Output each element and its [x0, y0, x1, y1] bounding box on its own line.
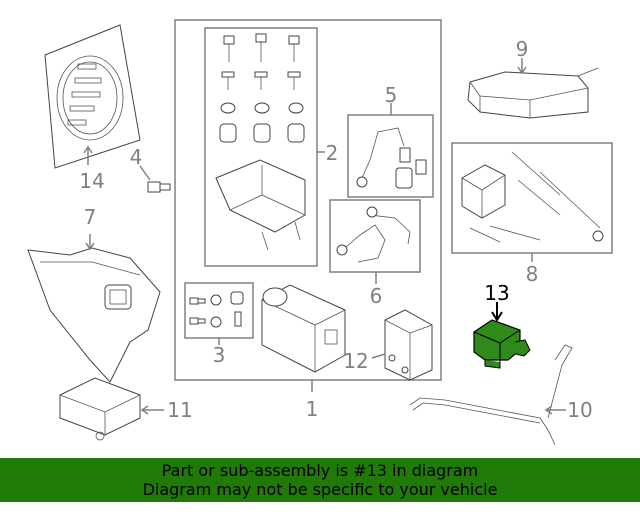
callout-6: 6 — [370, 284, 383, 308]
callout-10: 10 — [567, 398, 592, 422]
part-9-reservoir — [467, 67, 599, 119]
part-5-hose-valve — [356, 127, 427, 189]
subassembly-box-3 — [184, 282, 254, 339]
part-1-compressor — [261, 284, 346, 373]
callout-9: 9 — [516, 37, 529, 61]
part-6-hose — [336, 206, 411, 263]
part-14-label-sheet — [44, 24, 141, 169]
callout-12: 12 — [343, 349, 368, 373]
subassembly-box-6 — [329, 199, 421, 273]
part-2-hardware — [215, 33, 306, 251]
callout-13: 13 — [484, 281, 509, 305]
part-8-valve-block-set — [461, 151, 604, 243]
callout-7: 7 — [84, 205, 97, 229]
callout-3: 3 — [213, 343, 226, 367]
callout-5: 5 — [385, 83, 398, 107]
banner-line-1: Part or sub-assembly is #13 in diagram — [161, 461, 479, 480]
notice-banner: Part or sub-assembly is #13 in diagram D… — [0, 458, 640, 502]
part-11-module — [59, 377, 141, 441]
part-7-shield — [27, 247, 161, 383]
part-3-fasteners — [189, 291, 244, 328]
part-12-sensor-bracket — [384, 309, 433, 381]
callout-2: 2 — [326, 141, 339, 165]
part-4-bolt — [147, 181, 171, 193]
callout-11: 11 — [167, 398, 192, 422]
callout-1: 1 — [306, 397, 319, 421]
callout-4: 4 — [130, 145, 143, 169]
callout-14: 14 — [79, 169, 104, 193]
banner-line-2: Diagram may not be specific to your vehi… — [142, 480, 498, 499]
subassembly-box-2 — [204, 27, 318, 267]
assembly-box-1 — [174, 19, 442, 381]
part-13-height-sensor — [473, 319, 531, 369]
part-10-link-rod — [409, 344, 573, 446]
callout-8: 8 — [526, 262, 539, 286]
